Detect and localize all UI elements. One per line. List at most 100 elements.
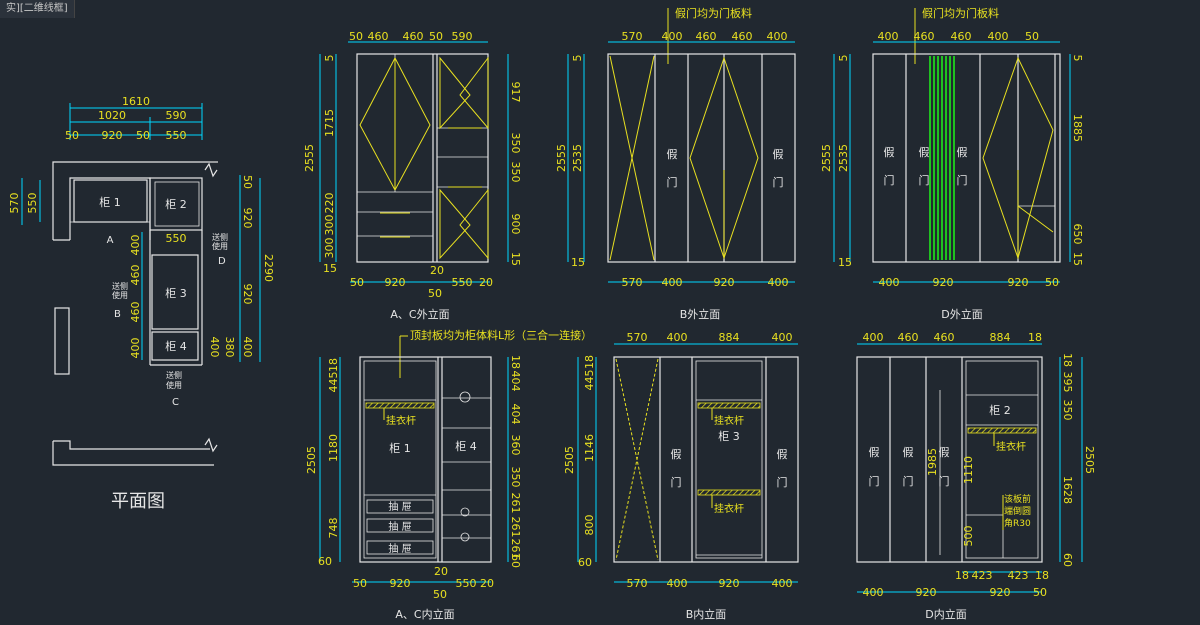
ac-int-rod-note: 挂衣杆 <box>386 414 416 427</box>
ac-int-right-261b: 261 <box>509 517 522 538</box>
d-ext-right-1885: 1885 <box>1071 114 1084 142</box>
ac-ext-left-1715: 1715 <box>323 109 336 137</box>
ac-ext-bot-50b: 50 <box>428 287 442 300</box>
b-int-top-400a: 400 <box>667 331 688 344</box>
d-ext-fake-3: 假 <box>957 145 968 159</box>
b-ext-top-460a: 460 <box>696 30 717 43</box>
d-ext-top-400b: 400 <box>988 30 1009 43</box>
plan-dim-r400b: 400 <box>208 337 221 358</box>
b-ext-top-400b: 400 <box>767 30 788 43</box>
plan-note-send-b: 送侧 <box>112 281 128 291</box>
ac-ext-right-917: 917 <box>509 82 522 103</box>
d-ext-bot-50: 50 <box>1045 276 1059 289</box>
ac-ext-bot-920: 920 <box>385 276 406 289</box>
d-int-top-400: 400 <box>863 331 884 344</box>
plan-dim-400a: 400 <box>129 235 142 256</box>
d-interior-view: 400 460 460 884 18 柜 2 挂衣杆 该板前 端倒圆 角R30 … <box>856 331 1096 621</box>
ac-int-cab1: 柜 1 <box>389 442 411 455</box>
plan-cab3-label: 柜 3 <box>165 287 187 300</box>
d-int-bot-18b: 18 <box>1035 569 1049 582</box>
ac-int-right-404a: 404 <box>509 371 522 392</box>
b-int-top-884: 884 <box>719 331 740 344</box>
b-int-rod-note-1: 挂衣杆 <box>714 414 744 427</box>
ac-int-left-1180: 1180 <box>327 434 340 462</box>
d-ext-left-15: 15 <box>838 256 852 269</box>
d-int-bot-920a: 920 <box>916 586 937 599</box>
d-int-top-18: 18 <box>1028 331 1042 344</box>
d-int-rod-note: 挂衣杆 <box>996 440 1026 453</box>
b-ext-top-460b: 460 <box>732 30 753 43</box>
ac-ext-top-50b: 50 <box>429 30 443 43</box>
b-int-bot-400b: 400 <box>772 577 793 590</box>
ac-int-left-18: 18 <box>327 358 340 372</box>
b-int-fake-2: 假 <box>777 447 788 461</box>
d-int-bot-18a: 18 <box>955 569 969 582</box>
d-exterior-view: 假门均为门板料 400 460 460 400 50 假 门 假 门 假 门 5… <box>820 6 1084 321</box>
ac-int-bot-50a: 50 <box>353 577 367 590</box>
d-int-panel-note-3: 角R30 <box>1004 517 1031 529</box>
ac-int-title: A、C内立面 <box>395 607 454 621</box>
b-ext-bot-570: 570 <box>622 276 643 289</box>
d-int-fake-1: 假 <box>869 445 880 459</box>
d-int-door-1: 门 <box>869 474 880 488</box>
b-int-left-445: 445 <box>583 370 596 391</box>
plan-dim-2290: 2290 <box>262 254 275 282</box>
d-int-cab2: 柜 2 <box>989 404 1011 417</box>
b-exterior-view: 假门均为门板料 570 400 460 460 400 假 门 假 门 5 25… <box>555 6 796 321</box>
ac-ext-bot-50a: 50 <box>350 276 364 289</box>
d-ext-door-2: 门 <box>919 173 930 187</box>
ac-ext-title: A、C外立面 <box>390 307 449 321</box>
d-ext-bot-920a: 920 <box>933 276 954 289</box>
d-int-title: D内立面 <box>925 607 966 621</box>
ac-ext-right-350a: 350 <box>509 133 522 154</box>
plan-dim-1610: 1610 <box>122 95 150 108</box>
ac-int-bot-20a: 20 <box>434 565 448 578</box>
b-ext-door-1: 门 <box>667 175 678 189</box>
ac-int-bot-920: 920 <box>390 577 411 590</box>
d-ext-right-5: 5 <box>1071 55 1084 62</box>
d-int-fake-3: 假 <box>939 445 950 459</box>
b-int-left-1146: 1146 <box>583 434 596 462</box>
ac-ext-top-460b: 460 <box>403 30 424 43</box>
plan-dim-r400: 400 <box>241 337 254 358</box>
d-int-top-884: 884 <box>990 331 1011 344</box>
plan-dim-r380: 380 <box>223 337 236 358</box>
ac-ext-left-15: 15 <box>323 262 337 275</box>
d-int-panel-note-2: 端倒圆 <box>1004 505 1031 517</box>
d-ext-top-50: 50 <box>1025 30 1039 43</box>
b-int-left-2505: 2505 <box>563 446 576 474</box>
d-int-top-460a: 460 <box>898 331 919 344</box>
ac-int-drawer-3: 抽 屉 <box>388 542 411 555</box>
b-int-top-570: 570 <box>627 331 648 344</box>
plan-dim-550-mid: 550 <box>166 232 187 245</box>
plan-dim-550: 550 <box>166 129 187 142</box>
ac-int-right-18: 18 <box>509 355 522 369</box>
plan-note-use-d: 使用 <box>212 241 228 251</box>
ac-int-left-60: 60 <box>318 555 332 568</box>
b-ext-fake-2: 假 <box>773 147 784 161</box>
plan-label-b: B <box>114 309 121 320</box>
plan-dim-460a: 460 <box>129 265 142 286</box>
plan-dim-920: 920 <box>102 129 123 142</box>
b-int-bot-570: 570 <box>627 577 648 590</box>
b-int-rod-note-2: 挂衣杆 <box>714 502 744 515</box>
b-int-door-2: 门 <box>777 475 788 489</box>
ac-ext-right-900: 900 <box>509 214 522 235</box>
ac-int-right-404b: 404 <box>509 404 522 425</box>
b-ext-left-15: 15 <box>571 256 585 269</box>
d-ext-fake-2: 假 <box>919 145 930 159</box>
d-ext-top-460a: 460 <box>914 30 935 43</box>
b-int-bot-400a: 400 <box>667 577 688 590</box>
ac-ext-right-15: 15 <box>509 252 522 266</box>
plan-note-send-c: 送侧 <box>166 370 182 380</box>
b-int-bot-920: 920 <box>719 577 740 590</box>
b-ext-bot-400b: 400 <box>768 276 789 289</box>
d-int-inner-1985: 1985 <box>926 448 939 476</box>
plan-title: 平面图 <box>111 491 165 512</box>
d-int-inner-1110: 1110 <box>962 456 975 484</box>
ac-int-bot-550: 550 <box>456 577 477 590</box>
viewport-tab[interactable]: 实][二维线框] <box>0 0 75 18</box>
plan-note-use-c: 使用 <box>166 380 182 390</box>
ac-ext-bot-20b: 20 <box>479 276 493 289</box>
b-ext-top-400a: 400 <box>662 30 683 43</box>
